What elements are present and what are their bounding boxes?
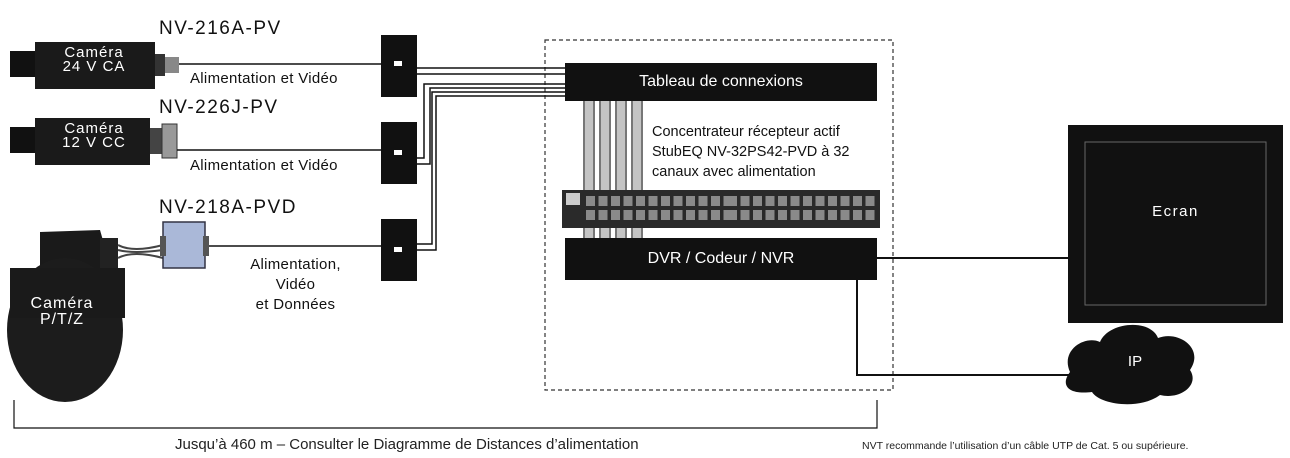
rj45-port — [840, 210, 850, 220]
camera-2-power-label: Alimentation et Vidéo — [190, 157, 338, 174]
ip-label: IP — [1127, 353, 1143, 370]
rj45-port — [790, 210, 800, 220]
camera-cables — [177, 63, 381, 247]
rj45-port — [623, 210, 633, 220]
rj45-port — [728, 210, 737, 220]
rj45-port — [740, 210, 750, 220]
distance-note: Jusqu’à 460 m – Consulter le Diagramme d… — [175, 436, 639, 453]
camera-2-icon — [10, 118, 178, 165]
hub-description: Concentrateur récepteur actif StubEQ NV-… — [652, 124, 850, 180]
rj45-port — [765, 210, 775, 220]
rj45-port — [828, 196, 837, 206]
rj45-port — [803, 196, 812, 206]
rj45-port — [815, 196, 825, 206]
rj45-port — [765, 196, 775, 206]
rj45-port — [686, 210, 695, 220]
rj45-port — [598, 196, 608, 206]
camera-2-model: NV-226J-PV — [159, 97, 279, 118]
rj45-port — [728, 196, 737, 206]
rj45-port — [648, 196, 658, 206]
camera-1-power-label: Alimentation et Vidéo — [190, 70, 338, 87]
rj45-port — [865, 196, 875, 206]
cable-note: NVT recommande l’utilisation d’un câble … — [862, 440, 1189, 452]
rj45-port — [865, 210, 875, 220]
rj45-port — [661, 210, 670, 220]
dvr-cables — [856, 257, 1075, 376]
rj45-port — [815, 210, 825, 220]
rj45-port — [611, 210, 620, 220]
rj45-port — [711, 210, 720, 220]
balun-2-icon — [381, 122, 417, 184]
rj45-port — [753, 210, 762, 220]
rj45-port — [636, 196, 645, 206]
ptz-power-label: Alimentation, Vidéo et Données — [250, 256, 341, 313]
rj45-port — [586, 196, 595, 206]
ptz-camera-model: NV-218A-PVD — [159, 197, 297, 218]
rj45-port — [778, 196, 787, 206]
rj45-port — [648, 210, 658, 220]
hub-enclosure — [544, 39, 894, 391]
monitor-label: Ecran — [1152, 203, 1199, 220]
distance-bracket — [13, 400, 878, 429]
hub-rack-unit — [562, 190, 880, 228]
rj45-port — [853, 210, 862, 220]
utp-cables — [417, 67, 565, 251]
monitor-icon — [1068, 125, 1283, 323]
rj45-port — [661, 196, 670, 206]
hub-rj45-ports — [586, 196, 875, 220]
balun-1-icon — [381, 35, 417, 97]
balun-3-icon — [381, 219, 417, 281]
rj45-port — [686, 196, 695, 206]
camera-1-model: NV-216A-PV — [159, 18, 282, 39]
ptz-camera-icon — [7, 221, 209, 402]
ip-cloud-icon — [1065, 324, 1195, 405]
dvr-codeur-nvr: DVR / Codeur / NVR — [565, 238, 877, 280]
rj45-port — [698, 210, 708, 220]
rj45-port — [711, 196, 720, 206]
rj45-port — [778, 210, 787, 220]
rj45-port — [611, 196, 620, 206]
rj45-port — [598, 210, 608, 220]
rj45-port — [740, 196, 750, 206]
rj45-port — [698, 196, 708, 206]
rj45-port — [790, 196, 800, 206]
rj45-port — [828, 210, 837, 220]
rj45-port — [753, 196, 762, 206]
patch-panel: Tableau de connexions — [565, 63, 877, 101]
rj45-port — [586, 210, 595, 220]
rj45-port — [623, 196, 633, 206]
rj45-port — [673, 210, 683, 220]
camera-1-icon — [10, 42, 179, 89]
rj45-port — [803, 210, 812, 220]
rj45-port — [636, 210, 645, 220]
rj45-port — [840, 196, 850, 206]
rj45-port — [853, 196, 862, 206]
rj45-port — [673, 196, 683, 206]
